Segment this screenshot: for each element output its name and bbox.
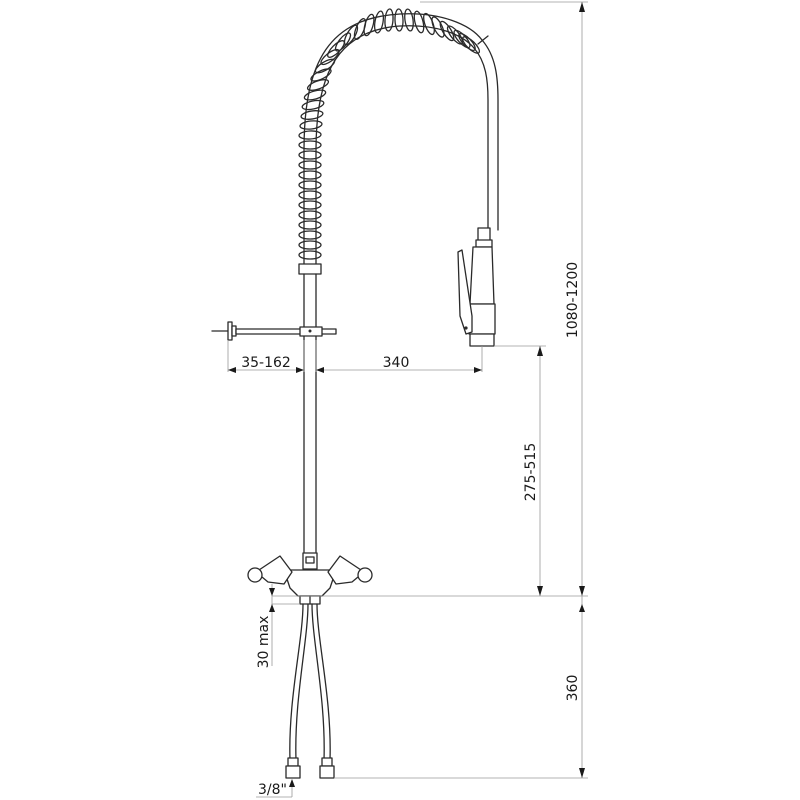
dim-spout-reach: 340 <box>383 355 410 371</box>
spray-head[interactable] <box>457 227 496 347</box>
riser-tube <box>298 263 322 553</box>
right-handle[interactable] <box>327 555 373 585</box>
dimension-deck-thickness <box>269 584 275 666</box>
dimension-connection <box>256 779 295 798</box>
dimension-horizontal <box>227 340 483 373</box>
dimension-spray-height <box>494 345 546 596</box>
dim-wall-offset: 35-162 <box>241 355 291 371</box>
mixer-body <box>283 552 337 605</box>
dim-spray-height: 275-515 <box>523 443 539 502</box>
left-handle[interactable] <box>247 555 293 585</box>
dim-total-height: 1080-1200 <box>565 262 581 338</box>
spray-trigger-lever <box>457 249 473 335</box>
dim-connection-size: 3/8" <box>258 782 287 798</box>
spray-hose <box>473 35 499 231</box>
supply-hoses <box>285 603 335 779</box>
dimension-total-height <box>420 1 588 596</box>
dim-deck-thickness: 30 max <box>256 616 272 669</box>
spring-coil <box>298 8 483 266</box>
dim-hose-length: 360 <box>565 675 581 702</box>
dimension-hose-length <box>334 596 588 779</box>
wall-bracket <box>211 321 337 341</box>
